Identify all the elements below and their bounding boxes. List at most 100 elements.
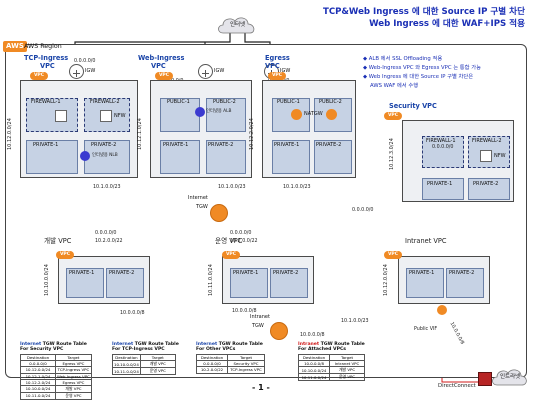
intranet-tgw-label-1: Intranet — [250, 314, 270, 320]
vpc-tag: VPC — [30, 72, 48, 80]
route-destination-cell: 10.12.2.0/24 — [20, 378, 56, 386]
alb-icon — [195, 107, 205, 117]
route-intranet-1: 10.1.0.0/23 — [341, 319, 369, 324]
route-target-cell: 개발 VPC — [55, 384, 92, 393]
vpc-tag: VPC — [222, 251, 240, 259]
subnet-tcp-pr1 — [26, 140, 78, 174]
subnet-tcp-pr1-label: PRIVATE-1 — [33, 142, 59, 148]
vpc-tag: VPC — [268, 72, 286, 80]
vpc-web-ingress-name-1: Web-Ingress — [138, 54, 185, 62]
route-table-title-rest: TGW Route Table — [133, 342, 179, 347]
route-table-title-highlight: Internet — [112, 342, 134, 347]
internet-tgw — [210, 204, 228, 222]
subnet-sec-fw2-label: FIREWALL-2 — [472, 138, 502, 144]
vpc-egress-cidr: 10.12.2.0/24 — [249, 118, 255, 150]
igw-tcp-label: IGW — [85, 68, 96, 74]
subnet-ops-pr1 — [230, 268, 268, 298]
route-intranet-tgw: 10.0.0.0/8 — [300, 333, 325, 338]
igw-tcp — [69, 64, 84, 79]
natgw-icon — [291, 109, 302, 120]
region-label: AWS Region — [24, 43, 62, 50]
route-table-title-highlight: Internet — [20, 342, 42, 347]
vpc-tag: VPC — [384, 112, 402, 120]
subnet-ops-pr2-label: PRIVATE-2 — [273, 270, 299, 276]
intranet-tgw-label-2: TGW — [252, 323, 264, 329]
page-number: - 1 - — [252, 383, 270, 392]
route-dev-1: 0.0.0.0/0 — [95, 231, 117, 236]
route-target-cell: TCP-Ingress VPC — [227, 366, 265, 374]
router-icon — [73, 70, 80, 77]
title-line-1: TCP&Web Ingress 에 대한 Source IP 구별 차단 — [322, 7, 525, 17]
route-destination-cell: Destination — [196, 353, 228, 362]
route-destination-cell: 10.11.0.0/24 — [20, 391, 56, 400]
subnet-dev-pr1-label: PRIVATE-1 — [69, 270, 95, 276]
route-a: 10.1.0.0/23 — [93, 185, 121, 190]
route-target-cell: Target — [139, 353, 176, 362]
internet-tgw-label-2: TGW — [196, 204, 208, 210]
router-icon — [202, 70, 209, 77]
route-destination-cell: Destination — [298, 353, 330, 362]
subnet-intranet-pr1-label: PRIVATE-1 — [409, 270, 435, 276]
subnet-sec-fw1-label: FIREWALL-1 — [426, 138, 456, 144]
igw-web — [198, 64, 213, 79]
subnet-egress-pub1-label: PUBLIC-1 — [277, 99, 300, 105]
route-b: 10.1.0.0/23 — [218, 185, 246, 190]
alb-label: 인터넷용 ALB — [206, 109, 232, 114]
route-ops-2: 10.2.0.0/22 — [230, 239, 258, 244]
route-table-title-rest: TGW Route Table — [319, 342, 365, 347]
cloud-icon — [218, 17, 255, 34]
subnet-tcp-fw2-label: FIREWALL-2 — [90, 99, 120, 105]
nfw-label: NFW — [114, 113, 126, 119]
subnet-web-pub1 — [160, 98, 200, 132]
intranet-cloud: 인트라넷 — [490, 366, 530, 388]
public-vif-label: Public VIF — [414, 327, 438, 332]
vpc-tcp-ingress-name-1: TCP-Ingress — [24, 54, 69, 62]
note-1: ◆ ALB 에서 SSL Offloading 적용 — [363, 56, 443, 62]
internet-label: 인터넷 — [230, 22, 246, 28]
subnet-ops-pr1-label: PRIVATE-1 — [233, 270, 259, 276]
route-table-title-highlight: Intranet — [298, 342, 320, 347]
route-table-subtitle: For Security VPC — [20, 347, 64, 353]
subnet-intranet-pr2-label: PRIVATE-2 — [449, 270, 475, 276]
route-table-subtitle: For Other VPCs — [196, 347, 236, 353]
route-c: 10.1.0.0/23 — [283, 185, 311, 190]
route-target-cell: Web-Ingress VPC — [55, 372, 92, 380]
subnet-web-pub2 — [206, 98, 246, 132]
subnet-sec-fw1 — [422, 136, 464, 168]
route-target-cell: TCP-Ingress VPC — [55, 366, 92, 374]
subnet-dev-pr1 — [66, 268, 104, 298]
subnet-intranet-pr2 — [446, 268, 484, 298]
route-destination-cell: 10.11.0.0/24 — [298, 373, 330, 382]
igw-web-label: IGW — [214, 68, 225, 74]
route-destination-cell: 10.11.0.0/24 — [112, 367, 141, 376]
route-destination-cell: 10.12.0.0/24 — [20, 366, 56, 374]
route-destination-cell: 10.10.0.0/24 — [112, 360, 141, 369]
note-3: ◆ Web Ingress 에 대한 Source IP 구별 차단은 — [363, 74, 474, 80]
vpc-web-ingress-cidr: 10.12.1.0/24 — [137, 118, 143, 150]
cloud-icon — [492, 369, 527, 386]
route-dev-2: 10.2.0.0/22 — [95, 239, 123, 244]
route-target-cell: Intranet VPC — [329, 360, 365, 368]
route-table-title-rest: TGW Route Table — [217, 342, 263, 347]
direct-connect-label: DirectConnect — [438, 383, 476, 389]
intranet-cloud-label: 인트라넷 — [500, 374, 521, 380]
route-destination-cell: Destination — [112, 353, 141, 362]
route-target-cell: 운영 VPC — [139, 367, 176, 376]
vpc-intranet-name: Intranet VPC — [405, 237, 447, 245]
route-table-title-highlight: Internet — [196, 342, 218, 347]
nlb-label: 인터넷용 NLB — [92, 153, 118, 158]
route-table-subtitle: For TCP-Ingress VPC — [112, 347, 165, 353]
note-4: AWS WAF 에서 수행 — [370, 83, 419, 89]
vpc-ops-cidr: 10.11.0.0/24 — [208, 264, 214, 296]
natgw-label: NATGW — [304, 111, 323, 117]
subnet-egress-pr2 — [314, 140, 352, 174]
igw-egress-label: IGW — [280, 68, 291, 74]
